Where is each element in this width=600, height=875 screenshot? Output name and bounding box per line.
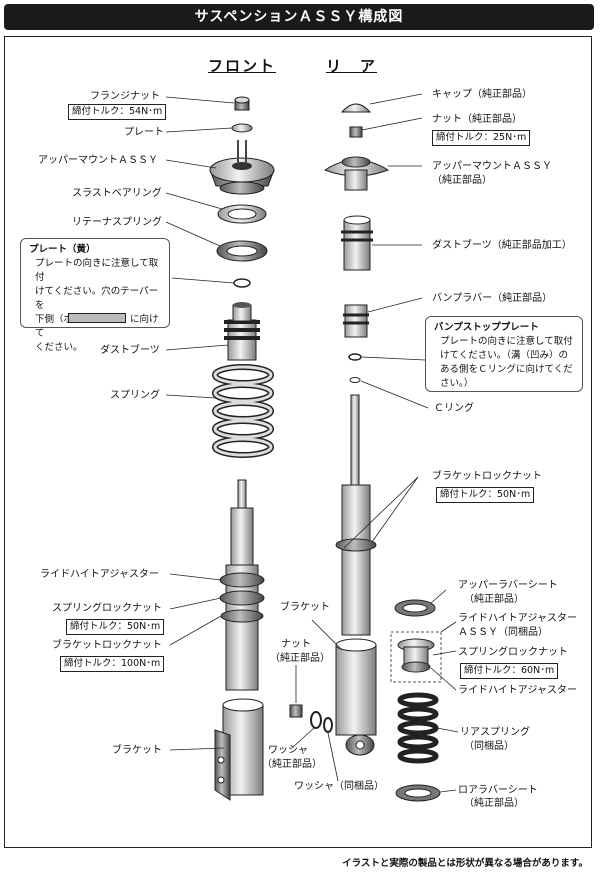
rear-note-line: ある側をＣリングに向けてくだ — [440, 364, 573, 375]
rear-damper — [335, 394, 377, 636]
label-rear-ride-height-adjuster: ライドハイトアジャスター — [458, 685, 577, 696]
label-upper-rubber-seat: アッパーラバーシート — [458, 580, 558, 591]
label-bracket-nut: ナット — [281, 639, 311, 650]
label-bracket-nut-sub: （純正部品） — [270, 653, 330, 664]
label-cap: キャップ（純正部品） — [432, 89, 532, 100]
leader-lines — [165, 93, 459, 793]
label-rear-spring: リアスプリング — [460, 727, 530, 738]
label-retainer-spring: リテーナスプリング — [72, 217, 162, 228]
torque-flange-nut: 締付トルク：54N･m — [68, 104, 167, 120]
rear-bracket — [335, 638, 377, 756]
rear-bump-rubber — [343, 304, 369, 338]
torque-rear-spring-lock-nut: 締付トルク：60N･m — [460, 663, 559, 679]
front-yellow-plate — [233, 278, 251, 288]
rear-bracket-nut-washers — [289, 704, 333, 733]
label-washer-genuine: ワッシャ — [268, 745, 308, 756]
rear-nut — [349, 126, 363, 138]
rear-ride-height-adjuster — [397, 638, 435, 673]
diagram-frame — [4, 36, 592, 848]
section-front: フロント — [208, 57, 277, 75]
front-note-line: ください。 — [35, 342, 83, 353]
front-spring-inner — [213, 365, 273, 457]
rear-spring — [397, 692, 439, 764]
section-rear: リ ア — [326, 57, 378, 75]
rear-upper-mount — [323, 156, 390, 191]
label-bump-rubber: バンプラバー（純正部品） — [432, 293, 553, 304]
rear-rh-adjuster-assy-box — [390, 631, 442, 683]
label-ride-height-adjuster: ライドハイトアジャスター — [40, 569, 159, 580]
label-dust-boots: ダストブーツ — [100, 345, 160, 356]
front-dust-boots — [224, 302, 260, 361]
torque-spring-lock-nut: 締付トルク：50N･m — [66, 619, 165, 635]
label-rear-upper-mount-sub: （純正部品） — [432, 175, 492, 186]
label-rh-adjuster-assy: ライドハイトアジャスター — [458, 613, 577, 624]
front-damper — [219, 479, 265, 691]
label-c-ring: Ｃリング — [434, 403, 474, 414]
front-note-title: プレート（黄） — [29, 244, 96, 255]
label-rear-bracket: ブラケット — [280, 602, 330, 613]
front-note-line: けてください。穴のテーパーを — [35, 286, 159, 311]
front-bracket — [214, 698, 264, 801]
page-title: サスペンションＡＳＳＹ構成図 — [4, 4, 594, 30]
label-spring-lock-nut: スプリングロックナット — [52, 603, 162, 614]
label-plate: プレート — [124, 127, 164, 138]
front-note-line: プレートの向きに注意して取付 — [35, 258, 159, 283]
label-bracket: ブラケット — [112, 745, 162, 756]
front-retainer-spring — [216, 240, 268, 262]
rear-c-ring — [349, 377, 361, 383]
front-flange-nut — [234, 96, 250, 111]
label-upper-mount: アッパーマウントＡＳＳＹ — [38, 155, 158, 166]
label-lower-rubber-seat-sub: （純正部品） — [464, 798, 524, 809]
label-rh-adjuster-assy-sub: ＡＳＳＹ（同梱品） — [458, 627, 548, 638]
front-upper-mount — [209, 140, 275, 195]
label-flange-nut: フランジナット — [90, 91, 160, 102]
label-upper-rubber-seat-sub: （純正部品） — [464, 594, 524, 605]
rear-cap — [340, 103, 372, 113]
label-rear-nut: ナット（純正部品） — [432, 114, 522, 125]
front-plate — [231, 123, 253, 133]
label-rear-dust-boots: ダストブーツ（純正部品加工） — [432, 240, 572, 251]
rear-dust-boots — [341, 215, 373, 271]
label-rear-spring-lock-nut: スプリングロックナット — [458, 647, 568, 658]
label-spring: スプリング — [110, 390, 160, 401]
rear-note-line: さい。） — [440, 378, 474, 389]
rear-bump-stop-note: バンプストッププレート プレートの向きに注意して取付 けてください。（溝（凹み）… — [425, 316, 583, 392]
label-lower-rubber-seat: ロアラバーシート — [458, 785, 538, 796]
label-thrust-bearing: スラストベアリング — [72, 188, 162, 199]
torque-bracket-lock-nut: 締付トルク：100N･m — [60, 656, 165, 672]
torque-rear-nut: 締付トルク：25N･m — [432, 130, 531, 146]
rear-upper-rubber-seat — [394, 599, 436, 617]
rear-bump-stop-plate — [348, 353, 362, 361]
label-rear-bracket-lock-nut: ブラケットロックナット — [432, 471, 542, 482]
torque-rear-bracket-lock-nut: 締付トルク：50N･m — [436, 487, 535, 503]
rear-note-line: けてください。（溝（凹み）の — [440, 350, 568, 361]
footer-note: イラストと実際の製品とは形状が異なる場合があります。 — [342, 858, 588, 869]
rear-note-line: プレートの向きに注意して取付 — [440, 336, 573, 347]
label-bracket-lock-nut: ブラケットロックナット — [52, 640, 162, 651]
label-rear-spring-sub: （同梱品） — [464, 741, 514, 752]
plate-illustration — [68, 313, 126, 323]
rear-lower-rubber-seat — [395, 784, 441, 802]
label-washer-genuine-sub: （純正部品） — [262, 759, 322, 770]
label-washer-bundled: ワッシャ（同梱品） — [294, 781, 384, 792]
front-thrust-bearing — [217, 204, 267, 224]
label-rear-upper-mount: アッパーマウントＡＳＳＹ — [432, 161, 552, 172]
rear-note-title: バンプストッププレート — [434, 322, 539, 333]
